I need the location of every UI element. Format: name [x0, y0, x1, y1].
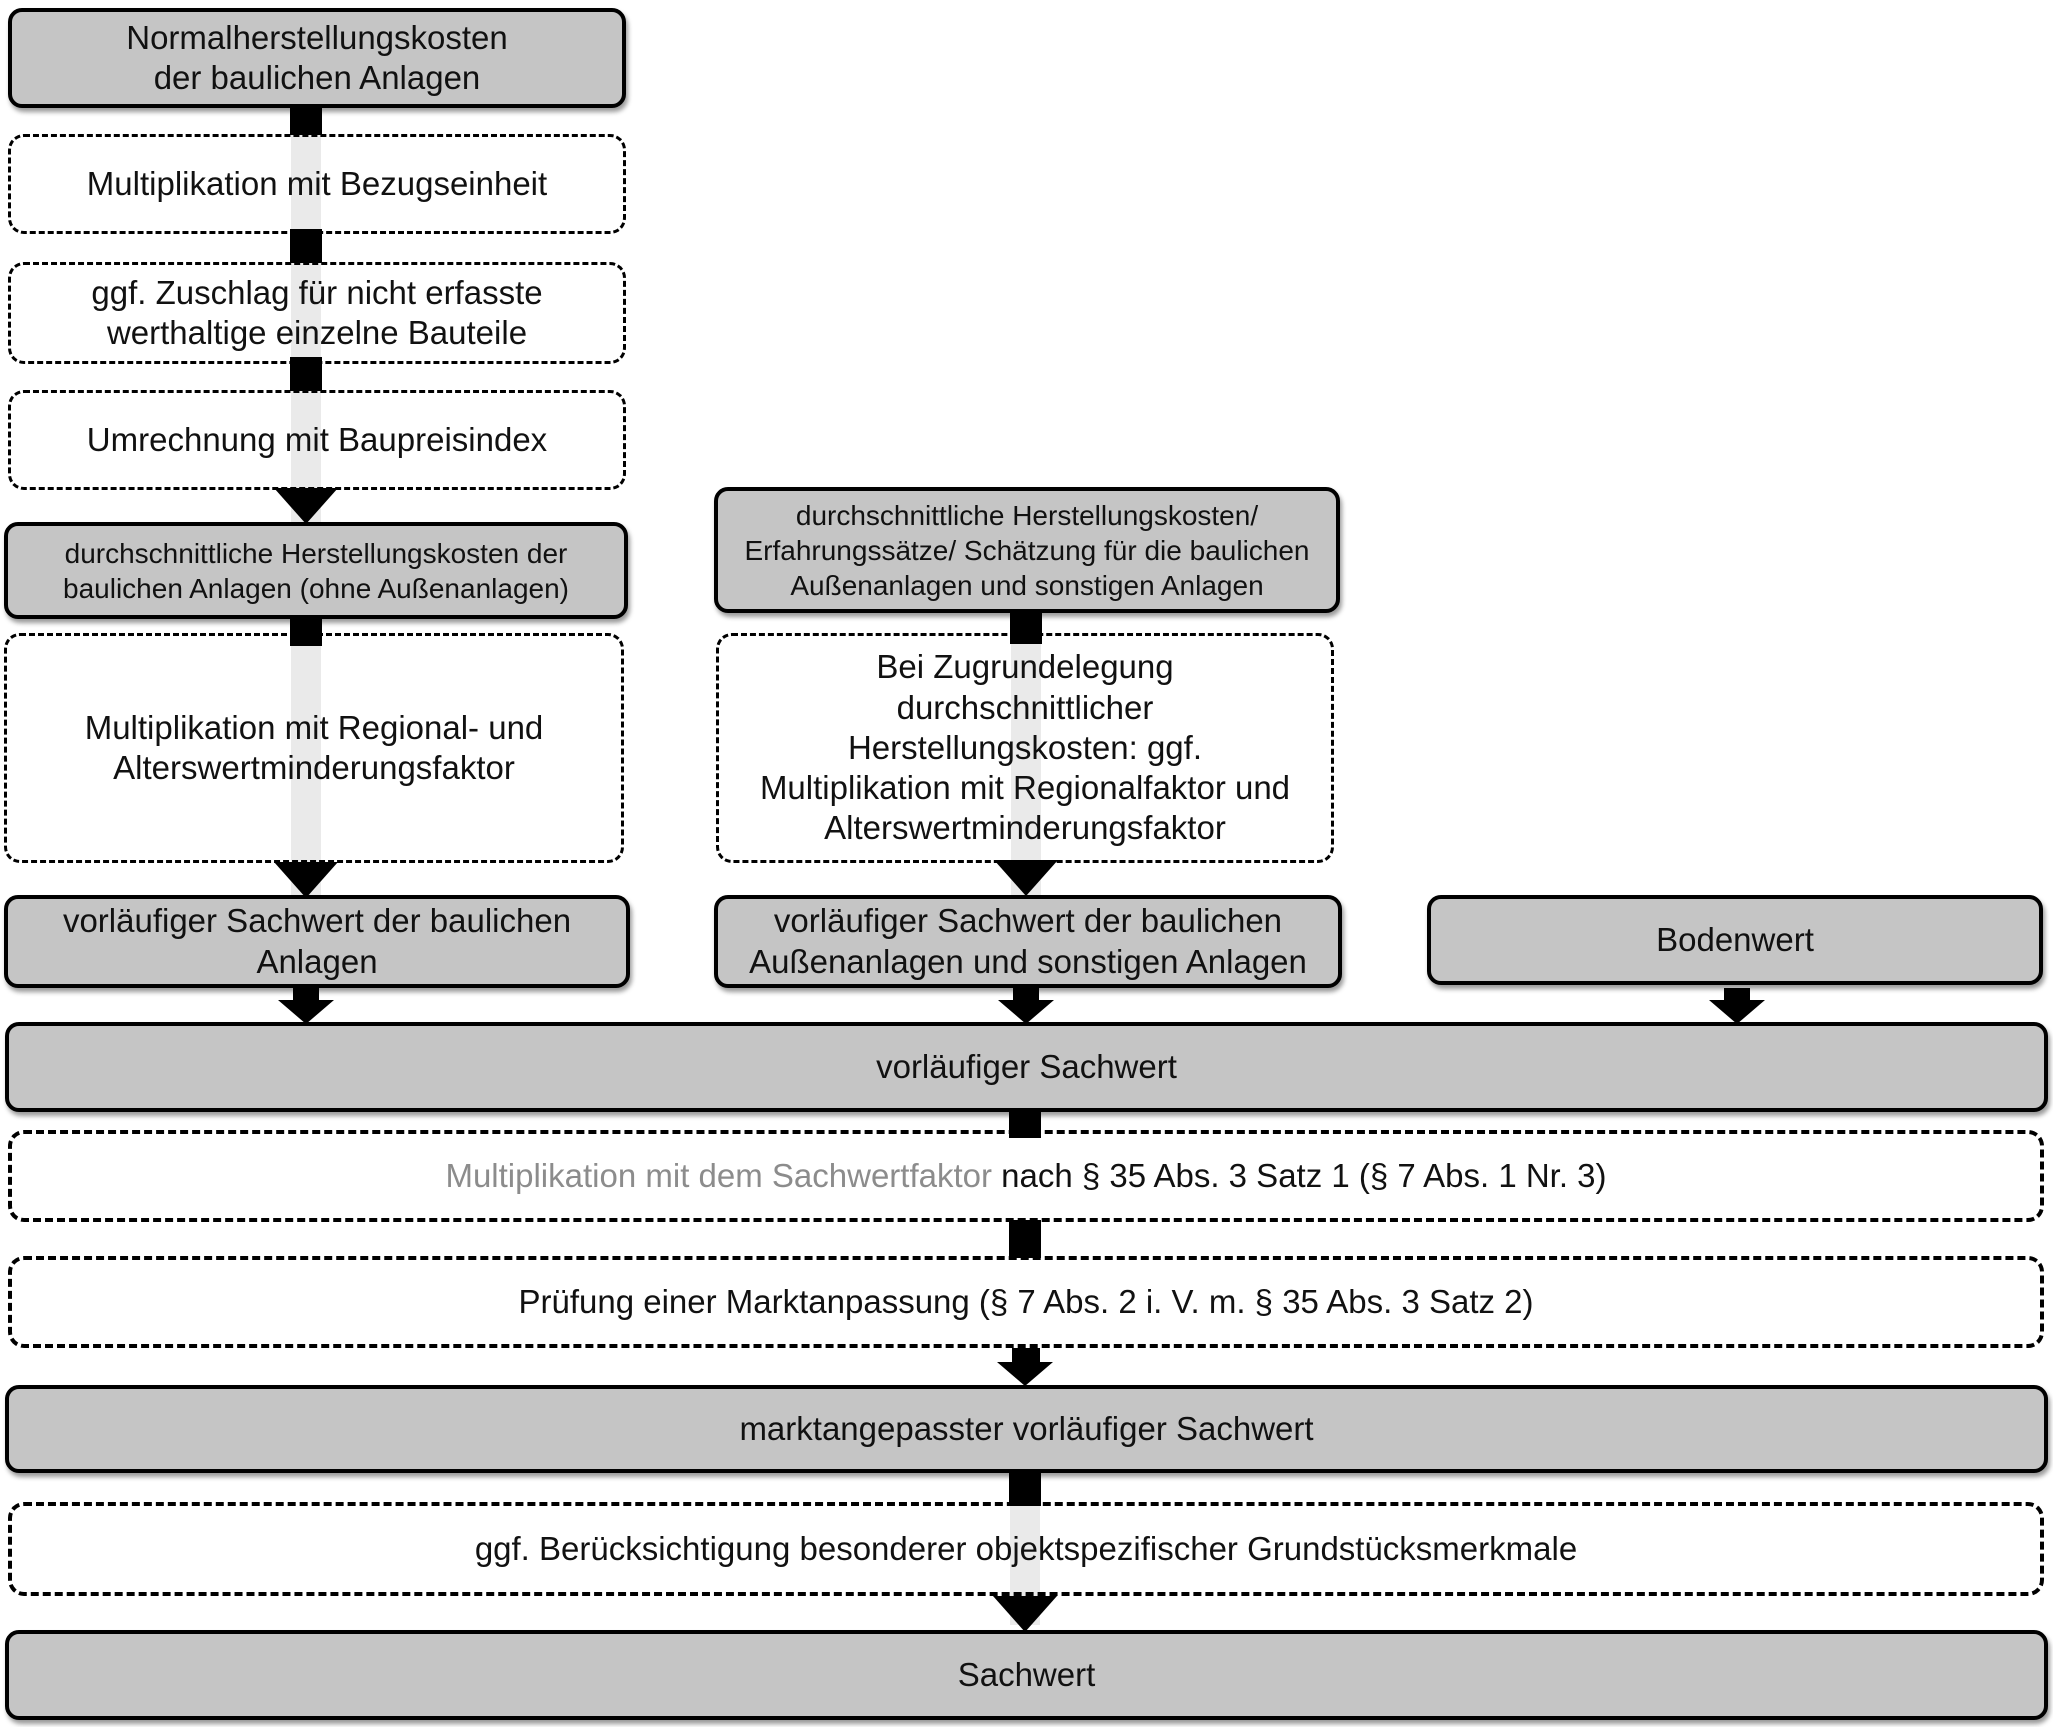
node-label: ggf. Zuschlag für nicht erfasste werthal… — [91, 273, 543, 351]
node-marktangepasster-sachwert: marktangepasster vorläufiger Sachwert — [5, 1385, 2048, 1473]
node-label: Multiplikation mit dem Sachwertfaktor na… — [445, 1156, 1606, 1196]
node-grundstuecksmerkmale: ggf. Berücksichtigung besonderer objekts… — [8, 1502, 2044, 1596]
node-sachwertfaktor: Multiplikation mit dem Sachwertfaktor na… — [8, 1130, 2044, 1222]
down-arrow — [997, 1362, 1053, 1386]
node-umrechnung-baupreisindex: Umrechnung mit Baupreisindex — [8, 390, 626, 490]
down-arrow — [993, 1596, 1057, 1632]
node-label: Bodenwert — [1656, 920, 1814, 958]
node-label-rest: nach § 35 Abs. 3 Satz 1 (§ 7 Abs. 1 Nr. … — [1001, 1156, 1607, 1194]
node-label: vorläufiger Sachwert der baulichen Außen… — [749, 902, 1307, 980]
flow-band — [1011, 615, 1041, 898]
flow-connector — [290, 229, 322, 263]
node-bodenwert: Bodenwert — [1427, 895, 2043, 985]
flow-connector — [1009, 1220, 1041, 1258]
down-arrow — [1709, 1000, 1765, 1024]
node-label: Normalherstellungskosten der baulichen A… — [126, 18, 508, 96]
node-marktanpassung: Prüfung einer Marktanpassung (§ 7 Abs. 2… — [8, 1256, 2044, 1348]
down-arrow-stem — [1012, 1348, 1040, 1366]
node-label: Umrechnung mit Baupreisindex — [86, 420, 548, 458]
node-durchschnittliche-hk: durchschnittliche Herstellungskosten der… — [4, 522, 628, 619]
node-regional-alterswertminderung: Multiplikation mit Regional- und Altersw… — [4, 633, 624, 863]
node-label: Bei Zugrundelegung durchschnittlicher He… — [759, 648, 1291, 847]
node-bei-zugrundelegung: Bei Zugrundelegung durchschnittlicher He… — [716, 633, 1334, 863]
node-normalherstellungskosten: Normalherstellungskosten der baulichen A… — [8, 8, 626, 108]
node-label-muted: Multiplikation mit dem Sachwertfaktor — [445, 1156, 1002, 1194]
node-zuschlag-bauteile: ggf. Zuschlag für nicht erfasste werthal… — [8, 262, 626, 364]
node-label: Multiplikation mit Regional- und Altersw… — [84, 708, 544, 786]
node-label: marktangepasster vorläufiger Sachwert — [739, 1409, 1314, 1447]
node-vorl-sachwert-bauliche-anlagen: vorläufiger Sachwert der baulichen Anlag… — [4, 895, 630, 988]
node-label: Prüfung einer Marktanpassung (§ 7 Abs. 2… — [518, 1282, 1534, 1320]
down-arrow — [274, 862, 338, 898]
node-label: ggf. Berücksichtigung besonderer objekts… — [474, 1529, 1578, 1567]
node-vorl-sachwert-aussenanlagen: vorläufiger Sachwert der baulichen Außen… — [714, 895, 1342, 988]
down-arrow — [994, 860, 1058, 896]
node-label: vorläufiger Sachwert — [876, 1047, 1177, 1085]
down-arrow — [274, 488, 338, 524]
node-sachwert: Sachwert — [5, 1630, 2048, 1720]
node-label: durchschnittliche Herstellungskosten/ Er… — [744, 499, 1310, 601]
node-label: vorläufiger Sachwert der baulichen Anlag… — [62, 902, 572, 980]
flow-connector — [1009, 1468, 1041, 1506]
down-arrow — [998, 1000, 1054, 1024]
node-hk-aussenanlagen: durchschnittliche Herstellungskosten/ Er… — [714, 487, 1340, 613]
node-vorl-sachwert: vorläufiger Sachwert — [5, 1022, 2048, 1112]
down-arrow — [278, 1000, 334, 1024]
node-label: Multiplikation mit Bezugseinheit — [86, 164, 548, 202]
node-multiplikation-bezugseinheit: Multiplikation mit Bezugseinheit — [8, 134, 626, 234]
node-label: Sachwert — [957, 1655, 1096, 1693]
node-label: durchschnittliche Herstellungskosten der… — [63, 537, 569, 604]
